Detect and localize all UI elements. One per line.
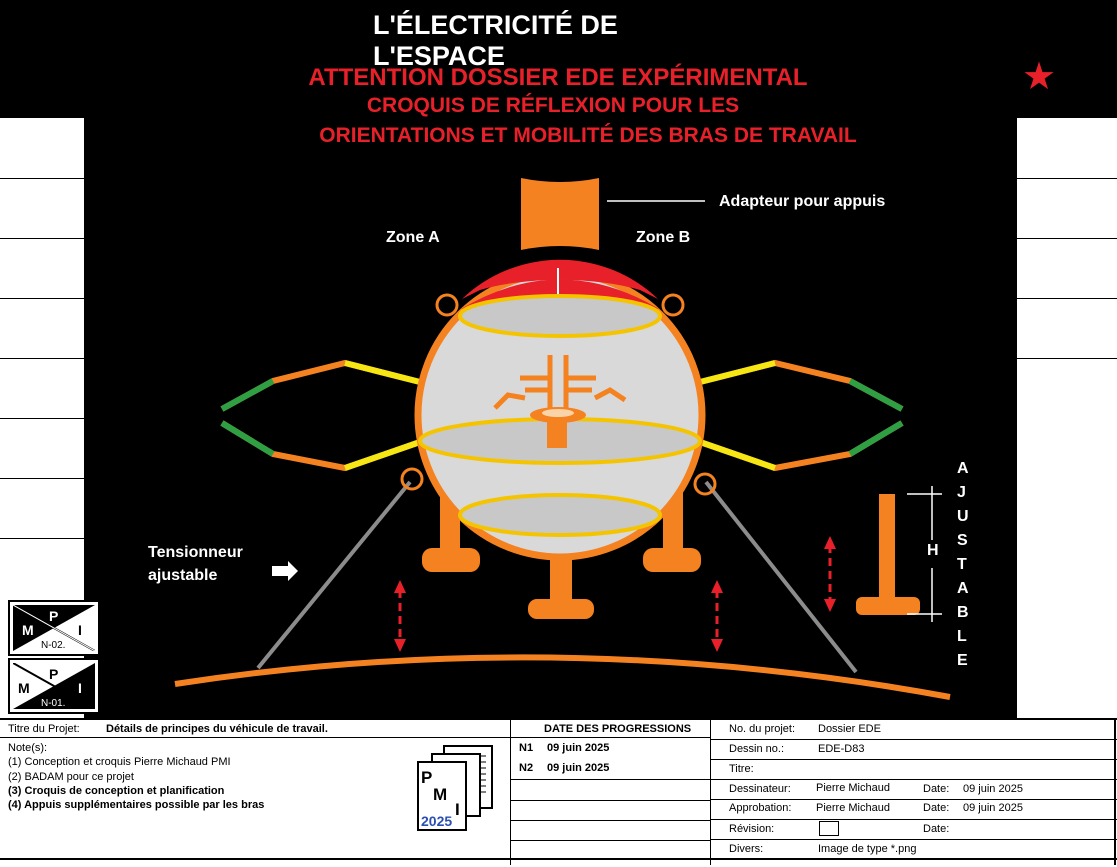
note-3: (3) Croquis de conception et planificati… <box>8 785 225 797</box>
tension-cable-right <box>704 480 858 674</box>
star-icon: ★ <box>1022 56 1057 98</box>
designer-date-value: 09 juin 2025 <box>963 783 1023 795</box>
right-lower-arm-tip <box>848 420 904 457</box>
right-lower-arm-joint <box>699 439 776 471</box>
tension-cable-left <box>256 480 412 670</box>
inner-mechanism <box>493 355 627 410</box>
ring-top <box>458 294 662 338</box>
logo-letter-i: I <box>455 800 460 819</box>
approval-label: Approbation: <box>729 802 792 814</box>
note-1: (1) Conception et croquis Pierre Michaud… <box>8 756 231 768</box>
zone-b-label: Zone B <box>636 229 691 246</box>
ring-bottom <box>458 493 662 537</box>
title-block <box>0 718 1117 867</box>
approval-value: Pierre Michaud <box>816 802 890 814</box>
revision-date-label: Date: <box>923 823 950 835</box>
titre-label: Titre: <box>729 763 754 775</box>
arrow-right-icon <box>272 561 298 581</box>
logo-letter-m: M <box>433 785 448 804</box>
ground-arc <box>174 654 951 700</box>
subtitle-line-1: CROQUIS DE RÉFLEXION POUR LES <box>366 94 740 117</box>
right-margin-grid <box>1017 118 1117 718</box>
left-upper-arm-tip <box>220 378 275 412</box>
progress-date-1: 09 juin 2025 <box>547 742 610 754</box>
designer-value: Pierre Michaud <box>816 782 890 794</box>
approval-date-label: Date: <box>923 802 950 814</box>
attachment-rings <box>400 293 717 496</box>
drawing-no-label: Dessin no.: <box>729 743 785 755</box>
adapter-block <box>521 178 599 250</box>
note-4: (4) Appuis supplémentaires possible par … <box>8 799 265 811</box>
adjustable-leg <box>879 494 895 604</box>
subtitle-line-2: ORIENTATIONS ET MOBILITÉ DES BRAS DE TRA… <box>319 124 857 147</box>
tensioner-label-2: ajustable <box>148 567 218 584</box>
adapter-label: Adapteur pour appuis <box>719 193 886 210</box>
main-title: L'ÉLECTRICITÉ DE L'ESPACE <box>373 10 618 71</box>
mpi-badge-n02: M P I N-02. <box>8 600 100 656</box>
progress-id-1: N1 <box>519 742 534 754</box>
revision-label: Révision: <box>729 823 775 835</box>
misc-label: Divers: <box>729 843 764 855</box>
right-upper-arm-tip <box>848 378 904 412</box>
project-title-value: Détails de principes du véhicule de trav… <box>106 723 328 735</box>
left-lower-arm-joint <box>344 439 421 471</box>
project-no-label: No. du projet: <box>729 723 796 735</box>
designer-date-label: Date: <box>923 783 950 795</box>
project-title-label: Titre du Projet: <box>8 723 80 735</box>
drawing-no-value: EDE-D83 <box>818 743 865 755</box>
revision-checkbox <box>819 821 839 836</box>
main-title-box: L'ÉLECTRICITÉ DE L'ESPACE <box>373 10 757 71</box>
left-upper-arm-joint <box>344 360 421 385</box>
left-lower-arm-tip <box>220 420 275 457</box>
logo-year: 2025 <box>421 813 453 829</box>
tensioner-label-1: Tensionneur <box>148 544 243 561</box>
warning-heading: ATTENTION DOSSIER EDE EXPÉRIMENTAL <box>308 64 808 91</box>
misc-value: Image de type *.png <box>818 843 917 855</box>
logo-letter-p: P <box>421 768 433 787</box>
progress-header: DATE DES PROGRESSIONS <box>544 723 692 735</box>
progress-id-2: N2 <box>519 762 534 774</box>
progress-date-2: 09 juin 2025 <box>547 762 610 774</box>
approval-date-value: 09 juin 2025 <box>963 802 1023 814</box>
height-arrows <box>398 545 832 645</box>
pmi-logo-icon <box>417 745 493 831</box>
height-dimension <box>907 486 942 622</box>
notes-label: Note(s): <box>8 742 48 754</box>
project-no-value: Dossier EDE <box>818 723 881 735</box>
mpi-badge-n01: M P I N-01. <box>8 658 100 714</box>
vehicle-schematic <box>174 178 951 700</box>
note-2: (2) BADAM pour ce projet <box>8 771 134 783</box>
zone-a-label: Zone A <box>386 229 440 246</box>
height-label: H <box>927 542 939 559</box>
right-upper-arm-joint <box>699 360 776 385</box>
designer-label: Dessinateur: <box>729 783 791 795</box>
